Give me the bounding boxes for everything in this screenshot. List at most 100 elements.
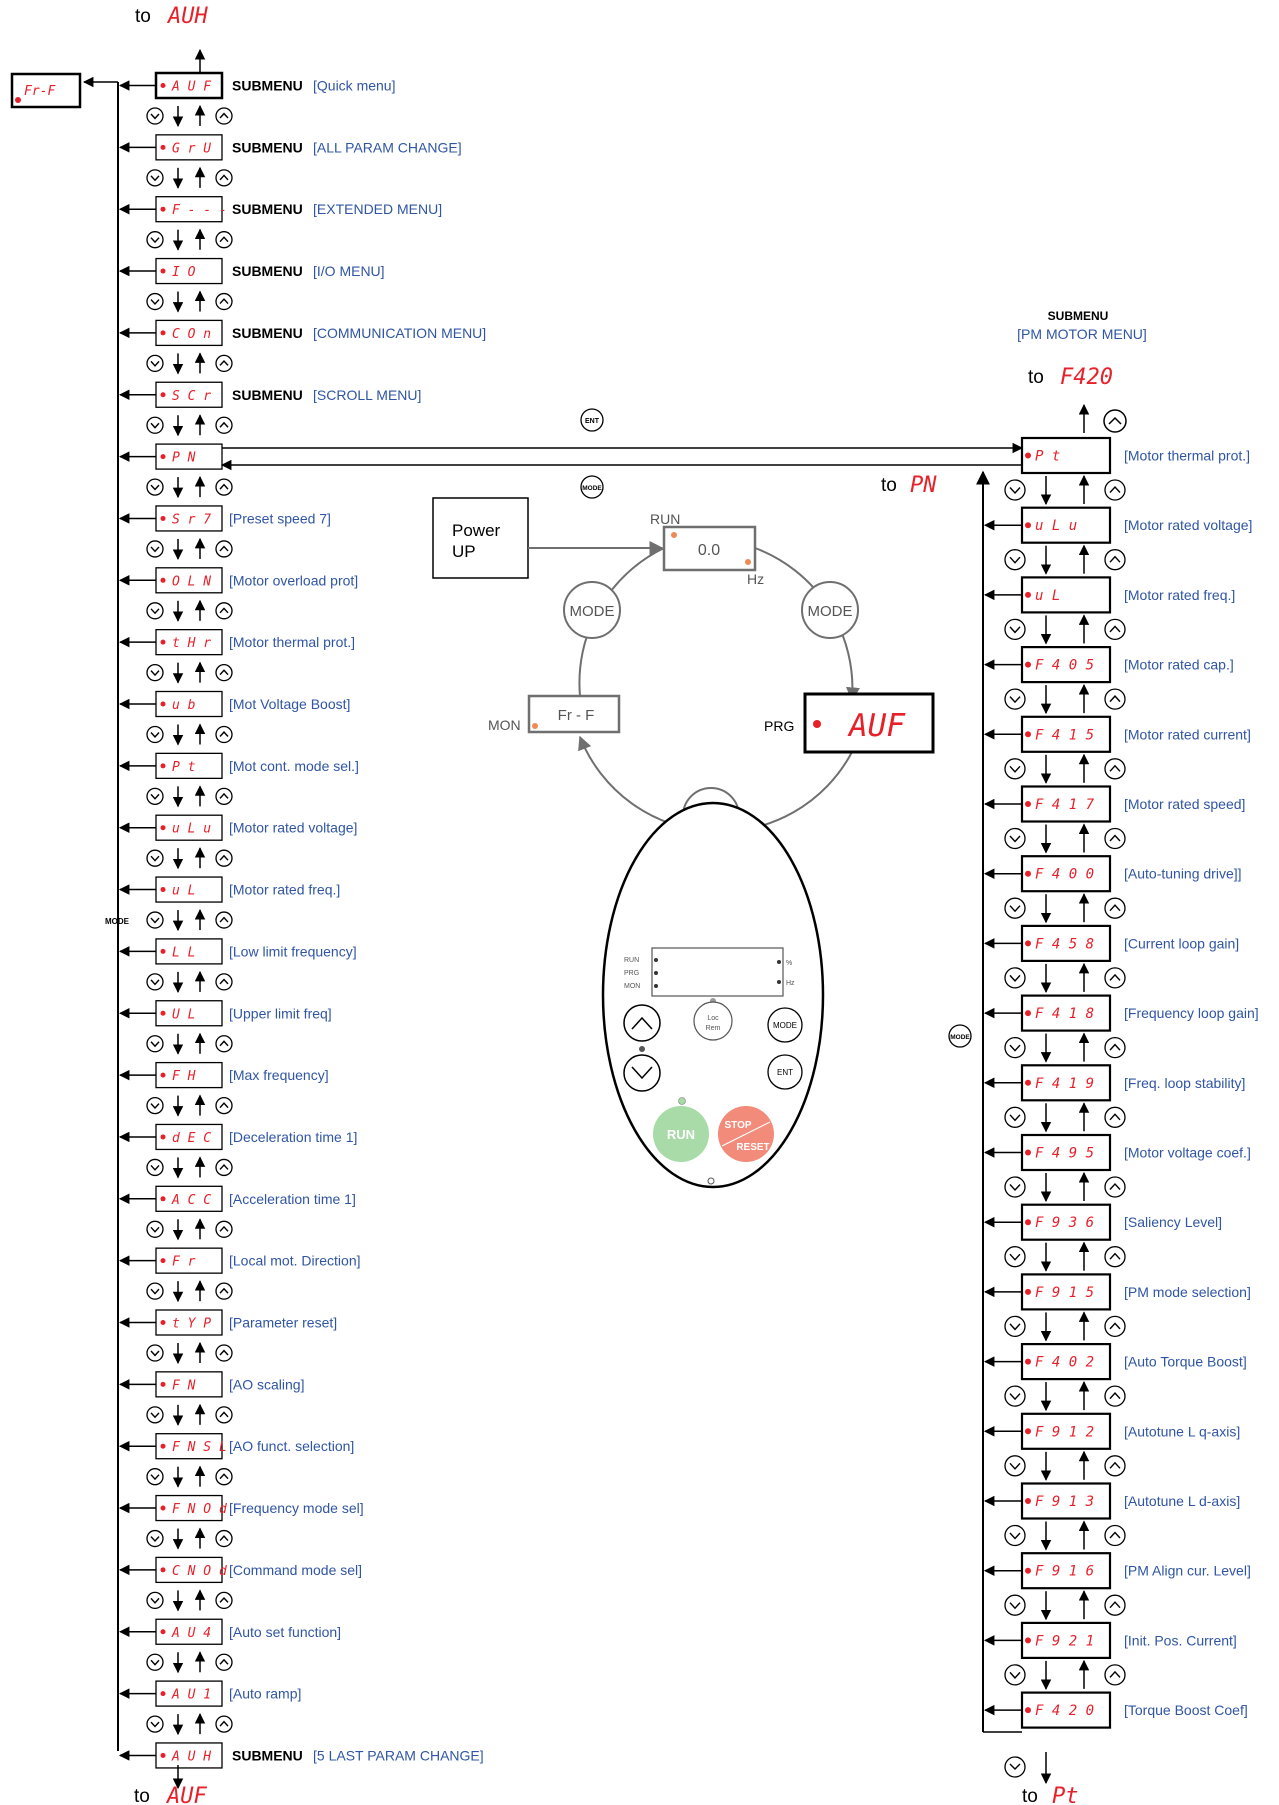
param-display [155,1680,223,1707]
right-menu-item[interactable]: F 4 1 9[Freq. loop stability] [983,1064,1245,1133]
chevron-down-icon [146,1653,164,1671]
left-menu-item[interactable]: L L[Low limit frequency] [118,938,357,993]
param-label: [Motor rated voltage] [229,820,357,836]
left-menu-item[interactable]: u b[Mot Voltage Boost] [118,690,350,746]
right-menu-item[interactable]: F 4 0 0[Auto-tuning drive]] [983,855,1242,924]
right-menu-item[interactable]: F 4 9 5[Motor voltage coef.] [983,1133,1251,1203]
mode-icon-label: MODE [582,485,602,492]
param-code: A C C [171,1193,211,1208]
param-display [1020,1552,1112,1590]
keypad-run-led: RUN [624,957,639,964]
right-menu-item[interactable]: P t[Motor thermal prot.] [1004,436,1250,506]
left-menu-item[interactable]: O L N[Motor overload prot] [118,567,358,622]
left-menu-item[interactable]: A C C[Acceleration time 1] [118,1185,356,1241]
left-menu-item[interactable]: F N O d[Frequency mode sel] [118,1494,364,1550]
right-menu-item[interactable]: F 9 2 1[Init. Pos. Current] [983,1621,1237,1690]
left-menu-item[interactable]: F N[AO scaling] [118,1371,304,1426]
param-display [155,629,223,656]
cycle-prg-display [803,692,935,754]
loc-rem-button[interactable] [693,1001,733,1041]
param-code: F H [172,1069,196,1084]
right-menu-item[interactable]: F 9 1 6[PM Align cur. Level] [983,1552,1251,1621]
left-menu-item[interactable]: S r 7[Preset speed 7] [118,505,331,561]
chevron-down-icon [146,849,164,867]
param-label: [Local mot. Direction] [229,1253,361,1269]
mode-button[interactable] [767,1007,803,1043]
chevron-down-icon [1004,1455,1026,1477]
chevron-down-icon [146,1282,164,1300]
left-menu-item[interactable]: U L[Upper limit freq] [118,1000,332,1055]
param-display [155,443,223,470]
chevron-up-icon [215,1529,233,1548]
param-label: [5 LAST PARAM CHANGE] [313,1747,484,1763]
chevron-up-icon [215,1282,233,1300]
left-menu-item[interactable]: u L[Motor rated freq.] [118,876,340,932]
chevron-up-icon [215,478,233,496]
param-label: [Frequency mode sel] [229,1500,364,1516]
param-display [155,196,223,223]
left-menu-item[interactable]: t Y P[Parameter reset] [118,1309,337,1365]
chevron-up-icon [215,354,233,373]
left-menu-item[interactable]: A U 1[Auto ramp] [118,1680,301,1736]
up-button[interactable] [623,1004,661,1042]
param-label: [Auto Torque Boost] [1124,1354,1247,1370]
ent-button[interactable] [767,1054,803,1090]
param-label: [Command mode sel] [229,1562,362,1578]
param-code: u L u [1035,518,1077,534]
chevron-down-icon [146,602,164,620]
param-code: F 4 1 7 [1035,797,1095,813]
left-menu-item[interactable]: F r[Local mot. Direction] [118,1247,361,1303]
left-menu-item[interactable]: F H[Max frequency] [118,1061,329,1117]
chevron-up-icon [215,416,233,434]
cycle-mode-right: MODE [808,603,853,620]
param-display [1020,785,1112,823]
left-menu-item[interactable]: F - - -SUBMENU[EXTENDED MENU] [118,196,442,251]
left-menu-item[interactable]: P t[Mot cont. mode sel.] [118,752,359,808]
chevron-down-icon [146,540,164,558]
run-button[interactable] [653,1106,709,1162]
power-up-line1: Power [452,521,501,540]
down-button[interactable] [623,1054,661,1092]
param-label: [Autotune L q-axis] [1124,1423,1240,1439]
chevron-down-icon [146,911,164,929]
power-up-line2: UP [452,542,476,561]
right-menu-item[interactable]: F 4 2 0[Torque Boost Coef] [983,1691,1248,1729]
param-label: [Deceleration time 1] [229,1129,357,1145]
chevron-down-icon [1004,967,1026,989]
left-menu-item[interactable]: C N O d[Command mode sel] [118,1556,362,1612]
right-menu-item[interactable]: F 4 5 8[Current loop gain] [983,924,1239,993]
right-menu-item[interactable]: u L[Motor rated freq.] [983,576,1235,645]
right-menu-item[interactable]: F 9 1 2[Autotune L q-axis] [983,1412,1240,1481]
right-menu-item[interactable]: F 9 1 3[Autotune L d-axis] [983,1482,1240,1551]
right-menu-item[interactable]: u L u[Motor rated voltage] [983,506,1252,575]
submenu-tag: SUBMENU [232,78,303,94]
param-display [155,938,223,965]
right-menu-item[interactable]: F 9 3 6[Saliency Level] [983,1203,1222,1272]
left-menu-item[interactable]: F N S L[AO funct. selection] [118,1433,354,1488]
cycle-run-display [662,525,757,572]
right-menu-item[interactable]: F 9 1 5[PM mode selection] [983,1273,1251,1342]
right-menu-item[interactable]: F 4 1 8[Frequency loop gain] [983,994,1259,1063]
param-display [155,1433,223,1460]
power-up-box [432,497,529,579]
left-menu-item[interactable]: t H r[Motor thermal prot.] [118,629,355,684]
right-menu-item[interactable]: F 4 1 7[Motor rated speed] [983,785,1245,854]
right-menu-item[interactable]: F 4 1 5[Motor rated current] [983,715,1251,784]
param-label: [Current loop gain] [1124,935,1239,951]
left-menu-item[interactable]: d E C[Deceleration time 1] [118,1123,357,1179]
chevron-down-icon [1004,827,1026,850]
param-code: C N O d [172,1564,227,1579]
param-code: A U 1 [171,1688,211,1703]
right-menu-item[interactable]: F 4 0 5[Motor rated cap.] [983,645,1234,715]
left-menu-item[interactable]: A U 4[Auto set function] [118,1618,341,1674]
left-menu-item[interactable]: P N [118,443,233,499]
ent-icon-label: ENT [585,418,600,425]
right-menu-item[interactable]: F 4 0 2[Auto Torque Boost] [983,1342,1247,1412]
left-menu-item[interactable]: u L u[Motor rated voltage] [118,814,357,870]
